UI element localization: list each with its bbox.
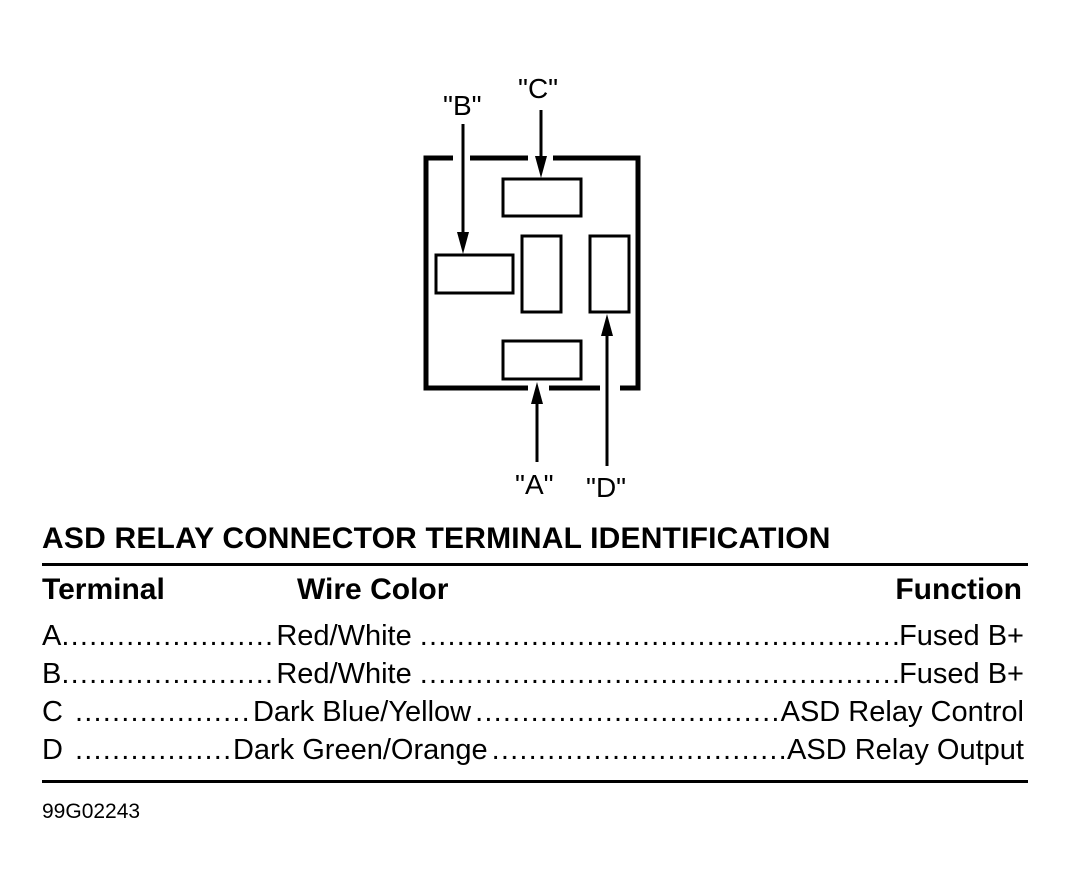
terminal-cell: A (42, 620, 62, 652)
top-rule (42, 563, 1028, 566)
header-wire-color: Wire Color (297, 573, 449, 606)
label-c: "C" (518, 73, 558, 104)
table-row: A ......................................… (42, 620, 1024, 656)
terminal-cavity-c (501, 177, 583, 218)
leader-dots: ........................................… (74, 696, 253, 728)
leader-dots: ........................................… (74, 734, 233, 766)
function-cell: Fused B+ (899, 658, 1024, 690)
connector-diagram: "B" "C" "A" "D" (423, 73, 641, 503)
wire-color-cell: Dark Green/Orange (232, 734, 488, 766)
wire-color-cell: Dark Blue/Yellow (252, 696, 472, 728)
terminal-cavity-d (588, 234, 631, 314)
label-d: "D" (586, 472, 626, 503)
connector-housing (423, 155, 641, 391)
figure-code: 99G02243 (42, 800, 141, 823)
arrow-d (601, 314, 613, 466)
terminal-cavity-b (434, 253, 515, 295)
leader-dots: ........................................… (61, 658, 276, 690)
function-cell: ASD Relay Output (787, 734, 1024, 766)
terminal-cavity-center (520, 234, 563, 314)
table-row: B ......................................… (42, 658, 1024, 694)
arrow-a (531, 382, 543, 462)
wire-color-cell: Red/White (276, 658, 412, 690)
arrow-b (457, 124, 469, 254)
leader-dots: ........................................… (419, 658, 899, 690)
table-title: ASD RELAY CONNECTOR TERMINAL IDENTIFICAT… (42, 522, 831, 555)
header-function: Function (895, 573, 1022, 606)
header-terminal: Terminal (42, 573, 165, 606)
leader-dots: ........................................… (61, 620, 276, 652)
label-a: "A" (515, 469, 554, 500)
terminal-cell: C (42, 696, 63, 728)
bottom-rule (42, 780, 1028, 783)
terminal-cell: B (42, 658, 62, 690)
leader-dots: ........................................… (491, 734, 788, 766)
table-row: D ......................................… (42, 734, 1024, 770)
terminal-cavity-a (501, 339, 583, 381)
leader-dots: ........................................… (475, 696, 781, 728)
table-row: C ......................................… (42, 696, 1024, 732)
leader-dots: ........................................… (419, 620, 899, 652)
label-b: "B" (443, 90, 482, 121)
function-cell: ASD Relay Control (780, 696, 1024, 728)
wire-color-cell: Red/White (276, 620, 412, 652)
arrow-c (535, 110, 547, 178)
terminal-cell: D (42, 734, 63, 766)
function-cell: Fused B+ (899, 620, 1024, 652)
